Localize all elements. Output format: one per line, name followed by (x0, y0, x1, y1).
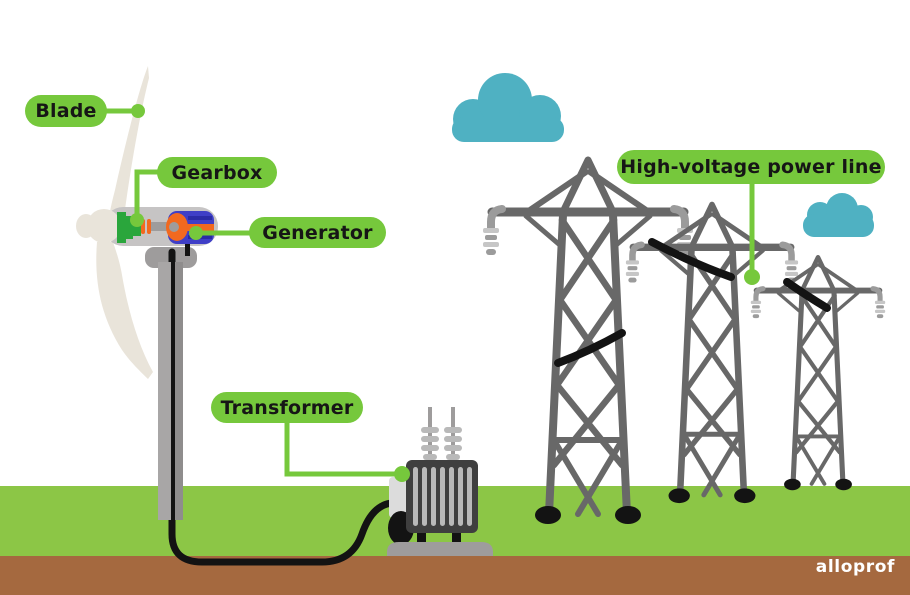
gearbox-icon (117, 212, 141, 243)
pylon-icon (483, 160, 693, 524)
label-blade: Blade (25, 95, 107, 127)
power-cable-icon (554, 238, 831, 367)
label-generator: Generator (249, 217, 386, 248)
dot-transformer (394, 466, 410, 482)
tower-left (158, 262, 171, 520)
bushing-icon (421, 407, 439, 463)
hub (87, 209, 121, 243)
drive-shaft (151, 222, 174, 231)
dirt-strip (0, 556, 910, 595)
leader-lines (103, 108, 755, 477)
coupling-ring (147, 219, 151, 234)
generator-icon (166, 211, 214, 244)
transformer-pad (387, 542, 493, 556)
transformer-leg (452, 528, 461, 544)
cooling-fins (413, 467, 472, 526)
leader-transformer (284, 418, 398, 477)
transformer-icon (387, 407, 493, 556)
nose-cone (76, 214, 96, 238)
generator-cable (185, 236, 190, 256)
transformer-leg (417, 528, 426, 544)
blade-bottom (96, 242, 153, 379)
pylon-icon (751, 257, 885, 490)
cloud-icon (452, 73, 564, 142)
label-power-line: High-voltage power line (617, 150, 885, 184)
leader-dots (130, 104, 760, 482)
dot-generator (189, 226, 203, 240)
alloprof-logo: alloprof (815, 557, 895, 577)
label-transformer: Transformer (211, 392, 363, 423)
label-gearbox: Gearbox (157, 157, 277, 188)
bushing-icon (444, 407, 462, 463)
leader-gearbox (134, 169, 161, 218)
dot-gearbox (130, 213, 144, 227)
tower-right (175, 262, 183, 520)
dot-powerline (744, 269, 760, 285)
transformer-panel (389, 477, 409, 518)
turbine-cable (168, 248, 403, 566)
pylon-icon (626, 205, 798, 503)
dot-blade (131, 104, 145, 118)
cloud-icon (803, 193, 874, 237)
